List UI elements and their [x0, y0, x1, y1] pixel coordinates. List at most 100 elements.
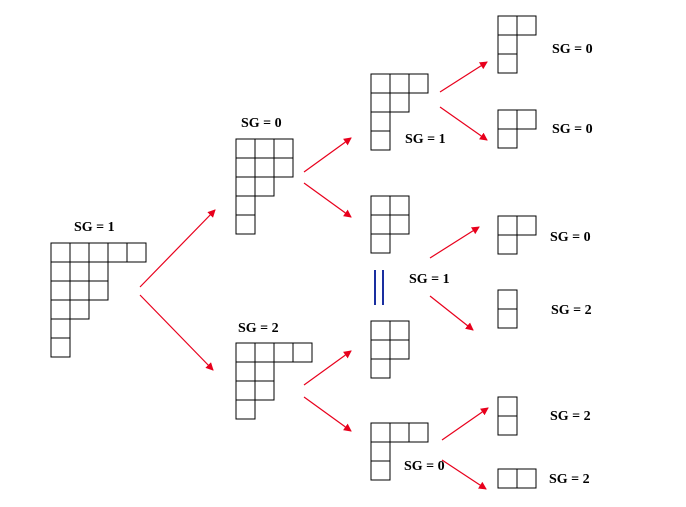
- board-b: [235, 342, 313, 420]
- board-cell: [389, 73, 410, 94]
- board-cell: [497, 215, 518, 236]
- board-cell: [50, 261, 71, 282]
- board-a: [235, 138, 294, 235]
- board-cell: [389, 92, 410, 113]
- board-mid-top: [370, 195, 410, 254]
- board-cell: [497, 415, 518, 436]
- board-cell: [497, 34, 518, 55]
- sg-label-b2b: SG = 2: [549, 472, 590, 487]
- arrow-root-to-a: [139, 209, 216, 288]
- board-cell: [370, 92, 391, 113]
- board-cell: [254, 342, 275, 363]
- board-cell: [50, 318, 71, 339]
- board-cell: [235, 195, 256, 216]
- board-cell: [235, 157, 256, 178]
- board-b2a: [497, 396, 518, 436]
- board-a1: [370, 73, 429, 151]
- board-cell: [497, 289, 518, 310]
- board-cell: [389, 422, 410, 443]
- board-cell: [497, 128, 518, 149]
- board-cell: [235, 361, 256, 382]
- board-cell: [389, 320, 410, 341]
- board-cell: [254, 138, 275, 159]
- board-cell: [516, 109, 537, 130]
- board-cell: [292, 342, 313, 363]
- board-mid1: [497, 215, 537, 255]
- arrow-mid-to-mid2: [429, 295, 474, 331]
- board-cell: [235, 176, 256, 197]
- board-b2b: [497, 468, 537, 489]
- board-cell: [497, 53, 518, 74]
- board-cell: [273, 138, 294, 159]
- board-cell: [88, 261, 109, 282]
- board-cell: [235, 399, 256, 420]
- board-cell: [370, 111, 391, 132]
- sg-label-a1: SG = 1: [405, 132, 446, 147]
- board-cell: [389, 214, 410, 235]
- sg-label-root: SG = 1: [74, 220, 115, 235]
- board-cell: [516, 215, 537, 236]
- board-cell: [107, 242, 128, 263]
- arrow-a-to-mid: [303, 182, 352, 218]
- board-cell: [235, 342, 256, 363]
- board-cell: [50, 280, 71, 301]
- arrow-mid-to-mid1: [429, 226, 480, 259]
- board-cell: [516, 468, 537, 489]
- board-cell: [69, 242, 90, 263]
- board-cell: [497, 15, 518, 36]
- arrow-b2-to-b2b: [441, 459, 487, 490]
- board-cell: [370, 233, 391, 254]
- board-cell: [516, 15, 537, 36]
- board-cell: [254, 157, 275, 178]
- board-cell: [69, 261, 90, 282]
- board-cell: [273, 342, 294, 363]
- board-cell: [497, 109, 518, 130]
- board-cell: [370, 214, 391, 235]
- board-cell: [497, 308, 518, 329]
- board-cell: [370, 130, 391, 151]
- board-cell: [50, 337, 71, 358]
- arrow-root-to-b: [139, 294, 214, 371]
- board-cell: [88, 280, 109, 301]
- board-cell: [408, 422, 429, 443]
- board-cell: [370, 358, 391, 379]
- board-cell: [370, 73, 391, 94]
- arrows-group: [139, 61, 489, 490]
- board-cell: [235, 380, 256, 401]
- board-mid-bottom: [370, 320, 410, 379]
- board-cell: [254, 176, 275, 197]
- arrow-a-to-a1: [303, 137, 352, 173]
- arrow-b-to-b2: [303, 396, 352, 432]
- sg-label-b2a: SG = 2: [550, 409, 591, 424]
- arrow-b-to-mid: [303, 350, 352, 386]
- board-a1a: [497, 15, 537, 74]
- board-cell: [235, 138, 256, 159]
- board-cell: [497, 234, 518, 255]
- arrow-a1-to-a1b: [439, 106, 488, 141]
- board-cell: [389, 339, 410, 360]
- sg-label-b: SG = 2: [238, 321, 279, 336]
- board-cell: [88, 242, 109, 263]
- board-root: [50, 242, 147, 358]
- sg-label-a1a: SG = 0: [552, 42, 593, 57]
- arrow-a1-to-a1a: [439, 61, 488, 93]
- equivalence-sign: [374, 270, 384, 305]
- board-cell: [497, 468, 518, 489]
- arrow-b2-to-b2a: [441, 407, 489, 441]
- board-cell: [50, 299, 71, 320]
- sg-label-mid2: SG = 2: [551, 303, 592, 318]
- board-mid2: [497, 289, 518, 329]
- board-cell: [69, 299, 90, 320]
- board-cell: [370, 339, 391, 360]
- board-cell: [273, 157, 294, 178]
- sg-label-a: SG = 0: [241, 116, 282, 131]
- board-cell: [126, 242, 147, 263]
- sg-label-b2: SG = 0: [404, 459, 445, 474]
- sg-label-a1b: SG = 0: [552, 122, 593, 137]
- board-cell: [254, 380, 275, 401]
- board-cell: [370, 320, 391, 341]
- board-cell: [408, 73, 429, 94]
- board-b2: [370, 422, 429, 481]
